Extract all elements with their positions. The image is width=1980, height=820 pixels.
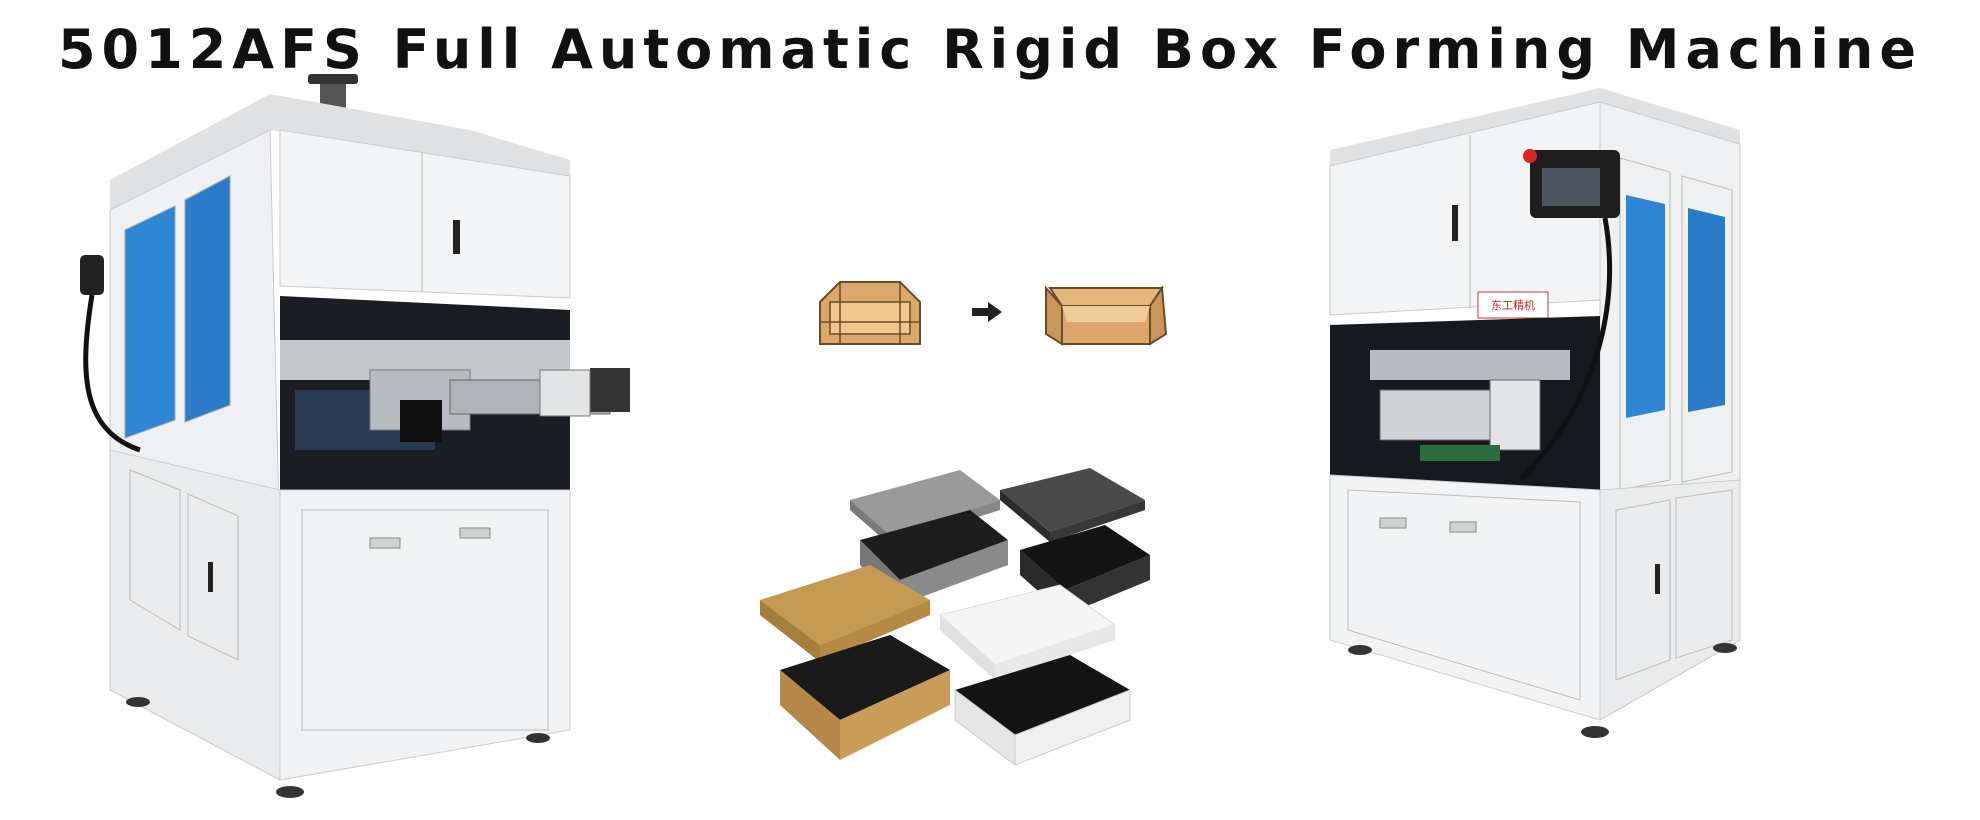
black-box xyxy=(1000,468,1150,615)
formed-box-icon xyxy=(1045,285,1168,346)
kraft-box xyxy=(760,565,950,760)
process-diagram xyxy=(800,262,1220,362)
left-machine-image xyxy=(70,70,660,810)
brand-plate-text: 东工精机 xyxy=(1491,298,1535,312)
flat-box-icon xyxy=(819,281,921,345)
right-machine-image: 东工精机 xyxy=(1320,80,1800,810)
arrow-right-icon xyxy=(972,302,1002,322)
white-box xyxy=(938,584,1131,766)
grey-box xyxy=(850,470,1008,605)
page-title: 5012AFS Full Automatic Rigid Box Forming… xyxy=(57,18,1923,81)
sample-boxes-photo xyxy=(740,440,1240,790)
